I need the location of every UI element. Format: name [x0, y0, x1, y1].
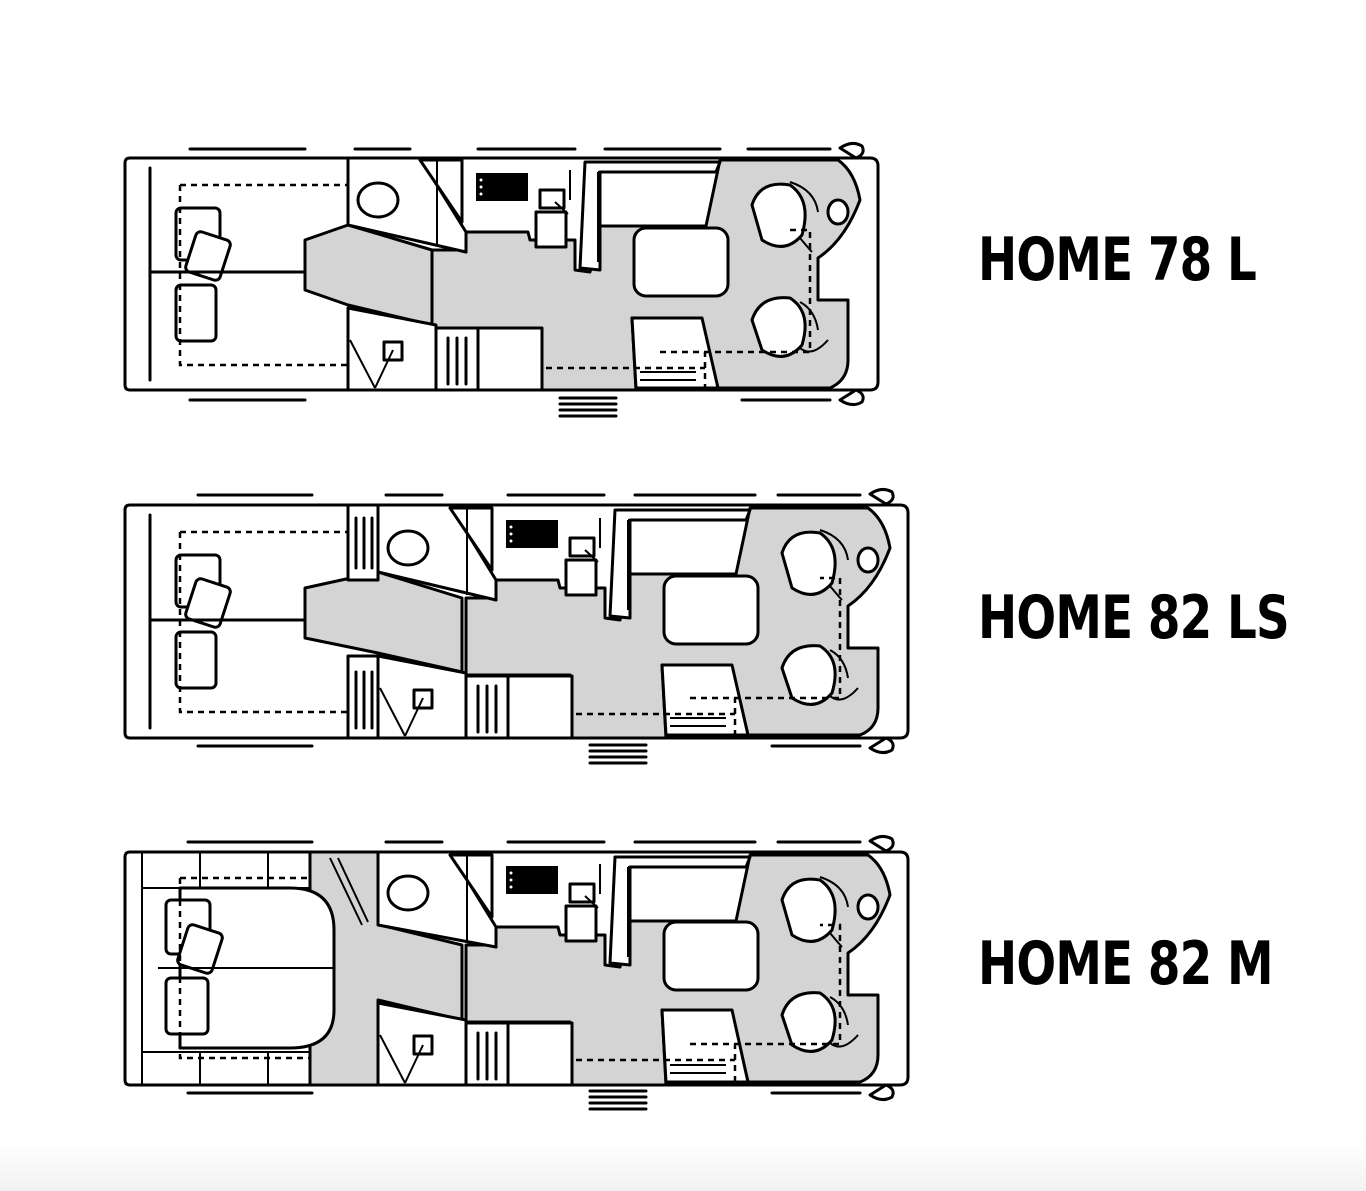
cooktop-icon — [506, 520, 558, 548]
pillow-3 — [174, 630, 218, 690]
kitchen-sink-basin — [534, 210, 568, 249]
pillow-3 — [164, 976, 210, 1036]
model-label-1: HOME 78 L — [978, 225, 1257, 295]
mirror-left-icon — [868, 834, 895, 853]
cabinet — [476, 326, 544, 392]
entry-step — [558, 396, 618, 418]
pillow-2 — [184, 577, 232, 629]
floorplan-home-82-m — [123, 834, 910, 1111]
pillow-3 — [174, 283, 218, 343]
ceiling-outline — [178, 876, 842, 1085]
toilet-icon — [386, 529, 430, 567]
mirror-right-icon — [868, 736, 895, 755]
model-label-3: HOME 82 M — [978, 929, 1274, 999]
ceiling-outline — [178, 530, 842, 738]
mirror-left-icon — [838, 141, 865, 160]
bottom-band — [0, 1140, 1366, 1191]
kitchen-sink — [538, 188, 566, 210]
toilet-icon — [386, 874, 430, 912]
windows — [186, 840, 862, 1095]
cabinet — [506, 674, 574, 740]
floorplan-home-82-ls — [123, 487, 910, 765]
floorplan-home-78-l — [123, 141, 880, 418]
entry-step — [588, 1089, 648, 1111]
cabinet — [506, 1021, 574, 1087]
kitchen-sink — [568, 536, 596, 558]
passenger-seat-icon — [750, 296, 829, 358]
mirror-right-icon — [868, 1083, 895, 1102]
dining-table — [662, 574, 760, 646]
passenger-seat-icon — [780, 991, 859, 1053]
entry-step — [588, 743, 648, 765]
kitchen-sink-basin — [564, 904, 598, 943]
model-label-2: HOME 82 LS — [978, 583, 1290, 653]
shower-corner — [448, 853, 494, 919]
kitchen-sink-basin — [564, 558, 598, 597]
kitchen-sink — [568, 882, 596, 904]
shower-corner — [448, 506, 494, 572]
steering-wheel-icon — [856, 546, 880, 574]
mirror-right-icon — [838, 388, 865, 407]
passenger-seat-icon — [780, 644, 859, 706]
windows — [188, 147, 832, 402]
steering-wheel-icon — [826, 198, 850, 226]
steering-wheel-icon — [856, 893, 880, 921]
pillow-2 — [184, 230, 232, 282]
shower-corner — [418, 158, 464, 224]
cooktop-icon — [476, 173, 528, 201]
ceiling-outline — [178, 183, 812, 390]
mirror-left-icon — [868, 487, 895, 506]
dining-table — [662, 920, 760, 992]
toilet-icon — [356, 181, 400, 219]
dining-table — [632, 226, 730, 298]
windows — [196, 493, 862, 748]
cooktop-icon — [506, 866, 558, 894]
